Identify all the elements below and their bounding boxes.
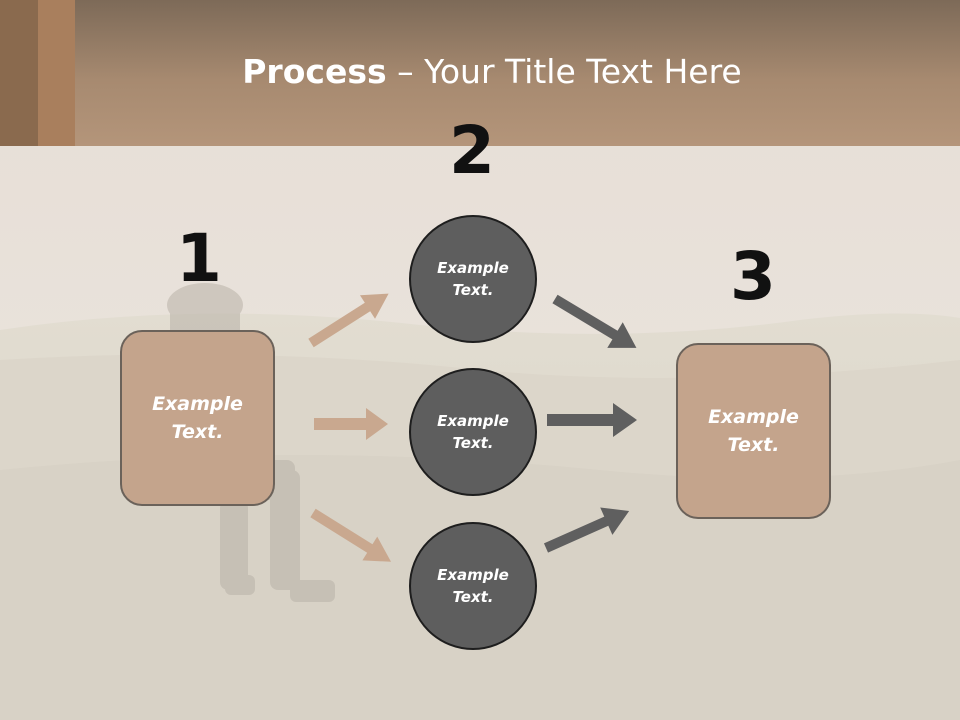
arrow-up-right: [543, 507, 630, 553]
step-2-label: Example Text.: [437, 258, 509, 300]
title-bold: Process: [242, 52, 387, 91]
step-1-box: Example Text.: [120, 330, 275, 506]
step-3-box: Example Text.: [676, 343, 831, 519]
step-3-label: Example Text.: [708, 405, 799, 457]
step-number-3: 3: [730, 238, 776, 315]
arrow-right: [314, 408, 388, 440]
step-2-circle: Example Text.: [409, 368, 537, 496]
step-1-label: Example Text.: [152, 392, 243, 444]
arrow-down-right: [552, 294, 637, 348]
header-accent-bar: [38, 0, 75, 146]
arrow-down-right: [310, 508, 392, 562]
arrow-right: [547, 403, 637, 437]
step-2-circle: Example Text.: [409, 215, 537, 343]
header-band: [0, 0, 960, 146]
step-2-label: Example Text.: [437, 565, 509, 607]
arrow-up-right: [308, 293, 389, 348]
step-2-label: Example Text.: [437, 411, 509, 453]
slide-title: Process – Your Title Text Here: [0, 52, 960, 91]
step-number-1: 1: [176, 220, 222, 297]
header-accent-bar: [0, 0, 38, 146]
step-number-2: 2: [449, 112, 495, 189]
title-rest: – Your Title Text Here: [386, 52, 742, 91]
step-2-circle: Example Text.: [409, 522, 537, 650]
